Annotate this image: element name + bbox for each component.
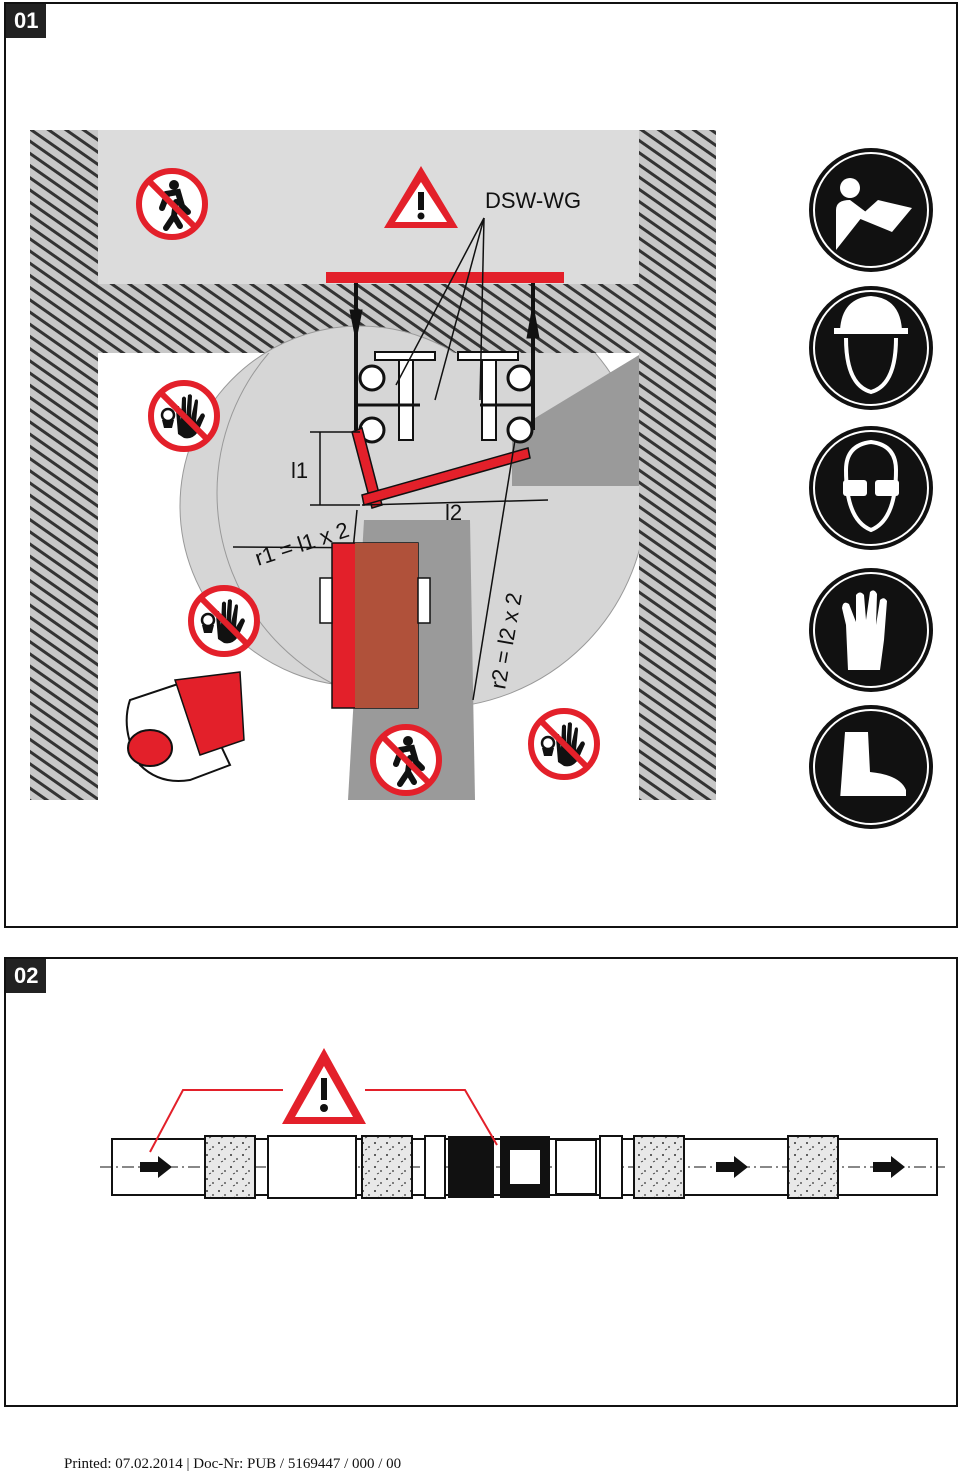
- warning-leader-lines: [149, 1089, 498, 1153]
- dimension-lines: [232, 431, 549, 701]
- barrier-tape-roll: [125, 671, 245, 782]
- label-device: DSW-WG: [485, 188, 581, 213]
- no-pedestrians-icon: [139, 171, 205, 237]
- label-l2: l2: [445, 500, 462, 525]
- footer-print-info: Printed: 07.02.2014 | Doc-Nr: PUB / 5169…: [64, 1456, 402, 1472]
- warning-triangle-icon: [282, 1048, 366, 1124]
- panel-number: 01: [6, 4, 47, 38]
- core-drill-assembly: [100, 1135, 945, 1199]
- wear-safety-boots-icon: [809, 705, 933, 829]
- mounting-plate: [326, 272, 564, 283]
- no-touching-icon: [191, 588, 257, 654]
- flow-arrow-icon: [140, 1156, 905, 1178]
- read-manual-icon: [809, 148, 933, 272]
- no-pedestrians-icon: [373, 727, 439, 793]
- wear-goggles-icon: [809, 426, 933, 550]
- wear-helmet-icon: [809, 286, 933, 410]
- wear-gloves-icon: [809, 568, 933, 692]
- no-touching-icon: [531, 711, 597, 777]
- concrete-slab: [319, 542, 431, 709]
- leader-lines: [395, 217, 485, 401]
- label-l1: l1: [291, 458, 308, 483]
- warning-triangle-icon: [384, 166, 458, 228]
- panel-number: 02: [6, 959, 47, 993]
- saw-rails: [349, 283, 540, 444]
- no-touching-icon: [151, 383, 217, 449]
